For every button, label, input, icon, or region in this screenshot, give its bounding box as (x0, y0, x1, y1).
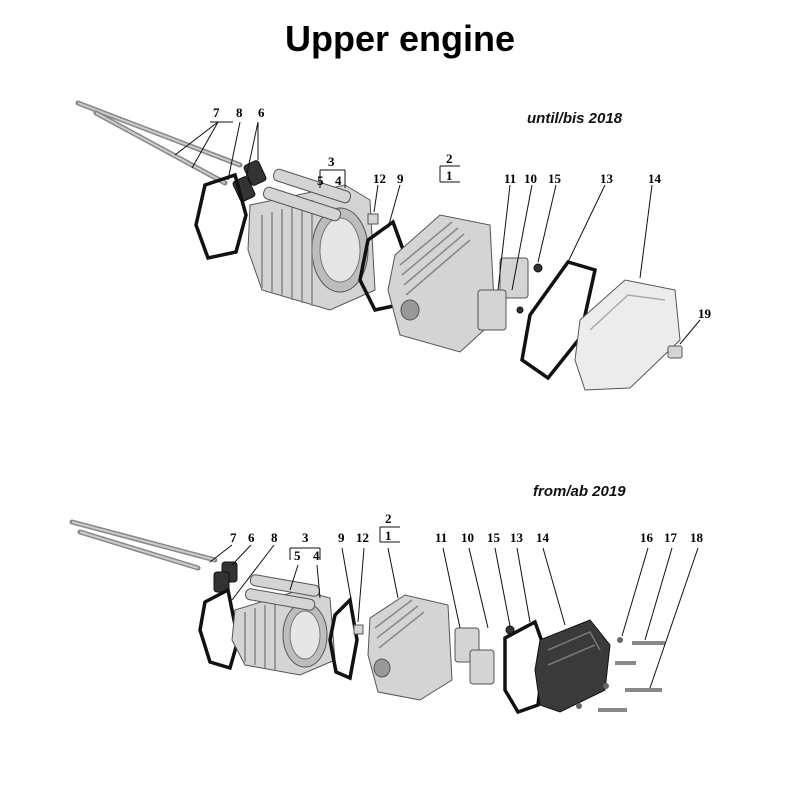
label-1: 1 (385, 528, 392, 543)
label-2: 2 (385, 511, 392, 526)
section-caption-top: until/bis 2018 (527, 110, 623, 127)
base-gasket (194, 172, 248, 261)
label-6: 6 (248, 530, 255, 545)
dowel-sleeve (353, 624, 364, 635)
label-4: 4 (335, 173, 342, 188)
label-10: 10 (524, 171, 537, 186)
label-6: 6 (258, 105, 265, 120)
label-8: 8 (236, 105, 243, 120)
label-11: 11 (435, 530, 447, 545)
label-9: 9 (397, 171, 404, 186)
cylinder (247, 184, 376, 311)
cylinder-head (387, 214, 496, 353)
cylinder (231, 589, 336, 676)
base-gasket (198, 587, 240, 671)
label-3: 3 (328, 154, 335, 169)
push-rod-tubes (262, 168, 352, 222)
page-title: Upper engine (284, 18, 516, 59)
cylinder-head (367, 594, 453, 701)
label-11: 11 (504, 171, 516, 186)
tube-seals (213, 561, 238, 593)
label-9: 9 (338, 530, 345, 545)
label-8: 8 (271, 530, 278, 545)
label-12: 12 (356, 530, 369, 545)
diagram-top: 7 8 6 3 5 4 12 9 2 1 11 10 15 13 14 19 (75, 100, 712, 391)
label-16: 16 (640, 530, 654, 545)
diagram-bottom: 7 6 8 3 5 4 9 12 2 1 11 10 15 13 14 16 1… (69, 511, 704, 715)
label-5: 5 (317, 173, 324, 188)
label-18: 18 (690, 530, 704, 545)
label-13: 13 (600, 171, 614, 186)
label-12: 12 (373, 171, 386, 186)
rocker-assembly (454, 625, 515, 685)
label-13: 13 (510, 530, 524, 545)
push-rods (69, 519, 218, 571)
label-4: 4 (313, 548, 320, 563)
valve-cover (534, 619, 611, 713)
section-caption-bottom: from/ab 2019 (533, 483, 626, 500)
head-gasket (328, 596, 359, 681)
plug (667, 345, 683, 359)
label-10: 10 (461, 530, 474, 545)
part-labels-top: 7 8 6 3 5 4 12 9 2 1 11 10 15 13 14 19 (213, 105, 712, 321)
label-7: 7 (230, 530, 237, 545)
label-17: 17 (664, 530, 678, 545)
label-3: 3 (302, 530, 309, 545)
part-labels-bottom: 7 6 8 3 5 4 9 12 2 1 11 10 15 13 14 16 1… (230, 511, 704, 563)
label-1: 1 (446, 168, 453, 183)
label-2: 2 (446, 151, 453, 166)
dowel-sleeve (367, 213, 379, 225)
label-7: 7 (213, 105, 220, 120)
label-15: 15 (548, 171, 562, 186)
leader-lines-top (174, 121, 701, 345)
valve-cover-gasket (503, 619, 547, 715)
label-14: 14 (648, 171, 662, 186)
label-14: 14 (536, 530, 550, 545)
leader-lines-bottom (209, 526, 699, 689)
fasteners (576, 637, 665, 712)
label-19: 19 (698, 306, 712, 321)
label-15: 15 (487, 530, 501, 545)
label-5: 5 (294, 548, 301, 563)
push-rods (75, 100, 243, 186)
valve-cover (574, 279, 681, 391)
